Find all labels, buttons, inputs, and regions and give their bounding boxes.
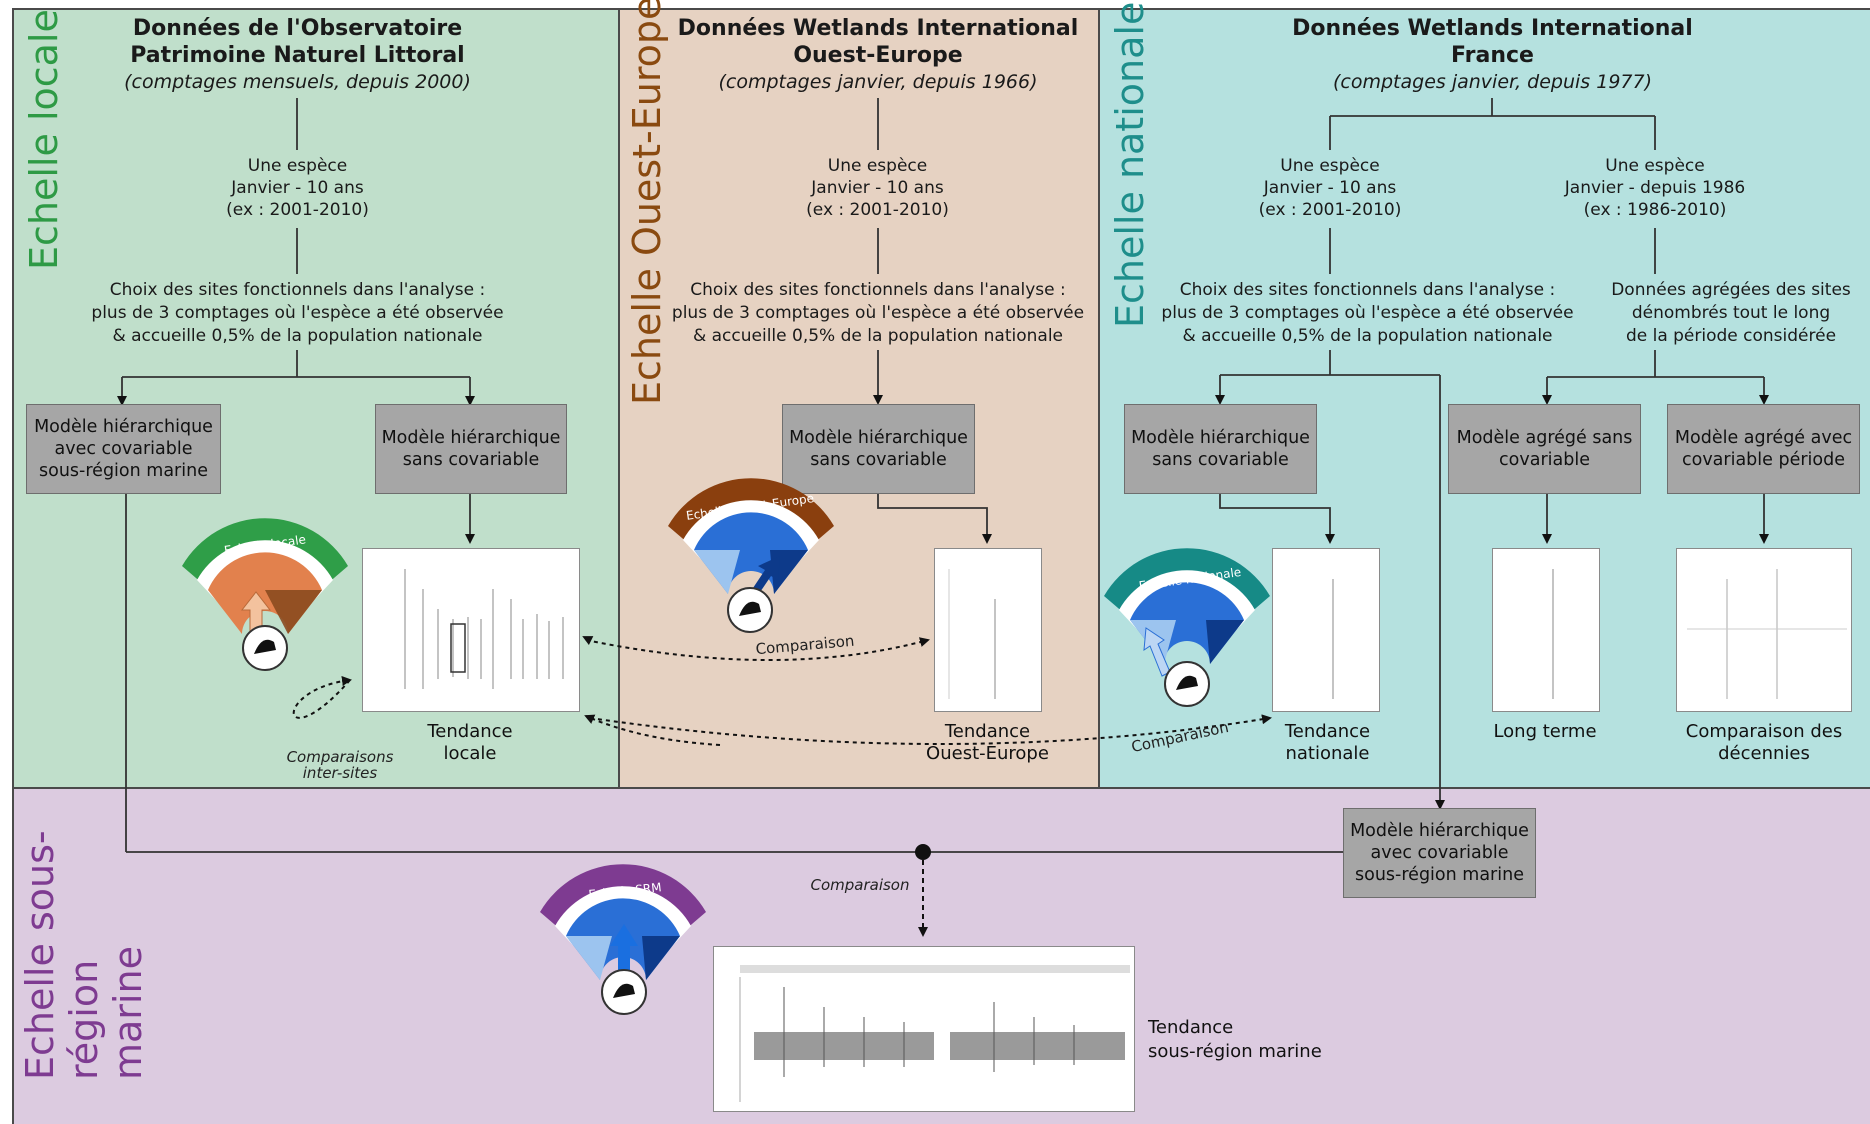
local-trend-caption-line2: locale — [443, 743, 497, 764]
national-left-species-line1: Une espèce — [1280, 156, 1380, 176]
ouest-model-nocovariable-box: Modèle hiérarchique sans covariable — [782, 404, 975, 494]
divider — [12, 8, 1870, 10]
ouest-sites-line2: plus de 3 comptages où l'espèce a été ob… — [671, 303, 1085, 323]
national-title-line2: France — [1451, 43, 1534, 68]
ouest-trend-chart — [934, 548, 1042, 712]
ouest-species-line3: (ex : 2001-2010) — [806, 200, 949, 220]
subregion-trend-caption-line1: Tendance — [1148, 1017, 1234, 1038]
subregion-trend-chart — [713, 946, 1135, 1112]
ouest-sites-line3: & accueille 0,5% de la population nation… — [692, 326, 1064, 346]
local-trend-caption-line1: Tendance — [427, 721, 513, 742]
national-right-species-line2: Janvier - depuis 1986 — [1564, 178, 1746, 198]
local-subtitle: (comptages mensuels, depuis 2000) — [124, 71, 471, 93]
long-term-caption: Long terme — [1493, 721, 1597, 742]
national-model-nocovariable-box: Modèle hiérarchique sans covariable — [1124, 404, 1317, 494]
national-subtitle: (comptages janvier, depuis 1977) — [1333, 71, 1652, 93]
subregion-trend-caption-line2: sous-région marine — [1148, 1041, 1322, 1062]
local-species-line2: Janvier - 10 ans — [231, 178, 364, 198]
divider — [618, 8, 620, 788]
local-trend-chart — [362, 548, 580, 712]
national-left-species-line2: Janvier - 10 ans — [1263, 178, 1397, 198]
national-agg-line3: de la période considérée — [1625, 326, 1837, 346]
long-term-chart — [1492, 548, 1600, 712]
divider — [12, 8, 14, 1124]
ouest-species-line1: Une espèce — [827, 156, 928, 176]
decades-caption-line2: décennies — [1718, 743, 1810, 764]
subregion-comparison-label: Comparaison — [810, 876, 910, 894]
national-sites-line3: & accueille 0,5% de la population nation… — [1182, 326, 1553, 346]
local-sites-line2: plus de 3 comptages où l'espèce a été ob… — [91, 303, 504, 323]
national-agg-line1: Données agrégées des sites — [1611, 280, 1851, 300]
comparisons-inter-sites-line2: inter-sites — [302, 764, 378, 782]
local-species-line3: (ex : 2001-2010) — [226, 200, 369, 220]
national-model-agg-nocovariable-box: Modèle agrégé sans covariable — [1448, 404, 1641, 494]
local-title-line2: Patrimoine Naturel Littoral — [130, 43, 465, 68]
national-right-species-line1: Une espèce — [1605, 156, 1705, 176]
ouest-trend-caption-line2: Ouest-Europe — [926, 743, 1049, 764]
divider — [1098, 8, 1100, 788]
ouest-trend-caption-line1: Tendance — [944, 721, 1031, 742]
national-agg-line2: dénombrés tout le long — [1631, 303, 1831, 323]
divider — [12, 787, 1870, 789]
ouest-sites-line1: Choix des sites fonctionnels dans l'anal… — [690, 280, 1066, 300]
ouest-title-line1: Données Wetlands International — [677, 16, 1079, 41]
local-model-nocovariable-box: Modèle hiérarchique sans covariable — [375, 404, 567, 494]
national-model-agg-covariable-box: Modèle agrégé avec covariable période — [1667, 404, 1860, 494]
decades-caption-line1: Comparaison des — [1685, 721, 1843, 742]
comparisons-inter-sites-line1: Comparaisons — [286, 748, 394, 766]
ouest-species-line2: Janvier - 10 ans — [811, 178, 944, 198]
local-sites-line3: & accueille 0,5% de la population nation… — [112, 326, 483, 346]
ouest-subtitle: (comptages janvier, depuis 1966) — [718, 71, 1038, 93]
local-title-line1: Données de l'Observatoire — [132, 16, 463, 41]
local-sites-line1: Choix des sites fonctionnels dans l'anal… — [109, 280, 486, 300]
national-title-line1: Données Wetlands International — [1292, 16, 1693, 41]
national-left-species-line3: (ex : 2001-2010) — [1258, 200, 1402, 220]
national-sites-line2: plus de 3 comptages où l'espèce a été ob… — [1161, 303, 1574, 323]
decades-chart — [1676, 548, 1852, 712]
national-trend-caption-line2: nationale — [1285, 743, 1370, 764]
national-trend-caption-line1: Tendance — [1284, 721, 1371, 742]
local-model-covariable-box: Modèle hiérarchique avec covariable sous… — [26, 404, 221, 494]
national-trend-chart — [1272, 548, 1380, 712]
local-species-line1: Une espèce — [247, 156, 348, 176]
subregion-model-covariable-box: Modèle hiérarchique avec covariable sous… — [1343, 808, 1536, 898]
ouest-title-line2: Ouest-Europe — [793, 43, 963, 68]
national-sites-line1: Choix des sites fonctionnels dans l'anal… — [1179, 280, 1556, 300]
national-right-species-line3: (ex : 1986-2010) — [1583, 200, 1727, 220]
